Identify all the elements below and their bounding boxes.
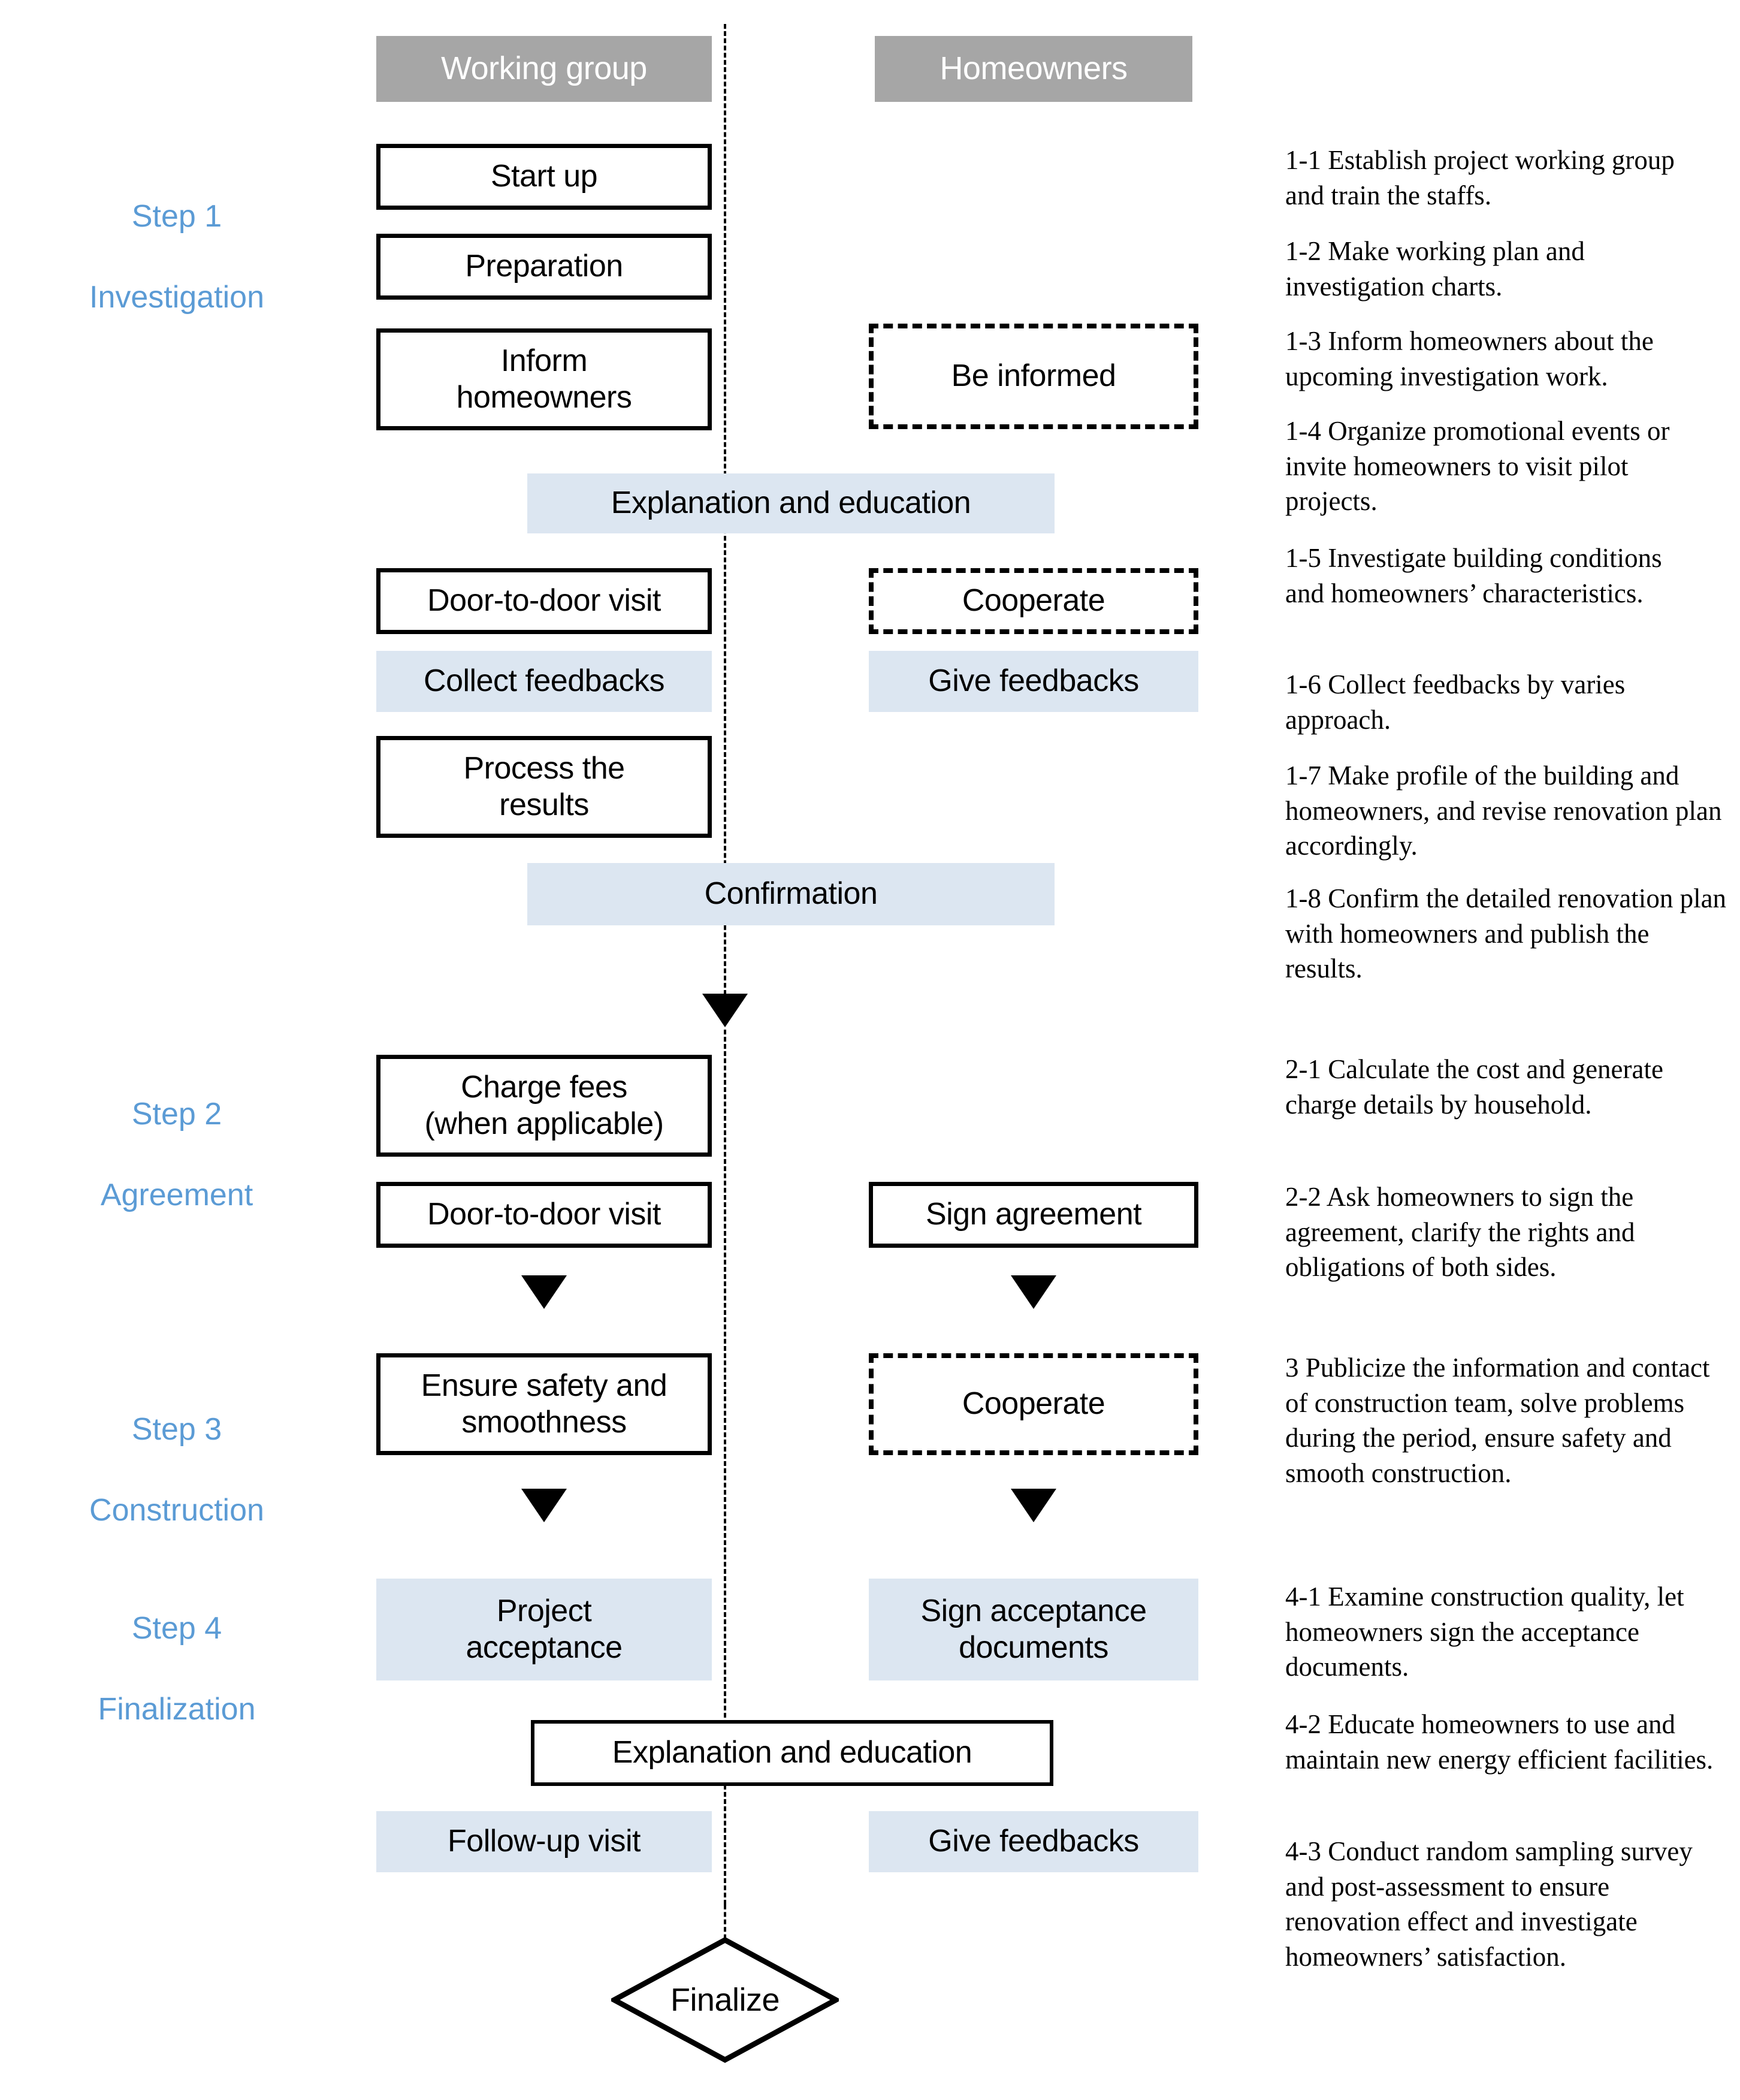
node-sign-acceptance-documents[interactable]: Sign acceptance documents: [869, 1579, 1198, 1680]
node-finalize-label: Finalize: [670, 1982, 780, 2018]
node-door-to-door-visit-2[interactable]: Door-to-door visit: [376, 1182, 712, 1248]
node-explanation-education-2[interactable]: Explanation and education: [531, 1720, 1053, 1786]
step-3-name: Construction: [89, 1492, 264, 1528]
lane-divider-middle: [724, 1030, 726, 1905]
note-1-1: 1-1 Establish project working group and …: [1285, 145, 1675, 210]
note-1-4: 1-4 Organize promotional events or invit…: [1285, 416, 1670, 516]
step-2-number: Step 2: [131, 1096, 222, 1132]
step-label-2: Step 2 Agreement: [36, 1054, 318, 1256]
diamond-shape: [611, 1937, 839, 2063]
note-1-7: 1-7 Make profile of the building and hom…: [1285, 761, 1722, 861]
node-sign-agreement[interactable]: Sign agreement: [869, 1182, 1198, 1248]
node-be-informed[interactable]: Be informed: [869, 324, 1198, 429]
flow-arrow-working-step3-to-step4: [521, 1489, 567, 1522]
note-1-6: 1-6 Collect feedbacks by varies approach…: [1285, 669, 1626, 735]
note-4-1: 4-1 Examine construction quality, let ho…: [1285, 1582, 1684, 1682]
step-2-name: Agreement: [100, 1177, 253, 1212]
step-3-number: Step 3: [131, 1411, 222, 1447]
node-start-up[interactable]: Start up: [376, 144, 712, 210]
node-explanation-education-1[interactable]: Explanation and education: [527, 473, 1055, 533]
node-ensure-safety[interactable]: Ensure safety and smoothness: [376, 1353, 712, 1455]
node-finalize[interactable]: Finalize: [611, 1937, 839, 2063]
node-cooperate-2[interactable]: Cooperate: [869, 1353, 1198, 1455]
note-2-1: 2-1 Calculate the cost and generate char…: [1285, 1054, 1663, 1120]
note-2-2: 2-2 Ask homeowners to sign the agreement…: [1285, 1182, 1635, 1282]
node-collect-feedbacks[interactable]: Collect feedbacks: [376, 651, 712, 712]
lane-divider-bottom: [724, 1905, 726, 1947]
flow-arrow-homeowner-step3-to-step4: [1011, 1489, 1056, 1522]
step-label-3: Step 3 Construction: [36, 1369, 318, 1571]
node-inform-homeowners[interactable]: Inform homeowners: [376, 328, 712, 430]
lane-header-homeowners: Homeowners: [875, 36, 1192, 102]
note-1-2: 1-2 Make working plan and investigation …: [1285, 236, 1585, 301]
node-confirmation[interactable]: Confirmation: [527, 863, 1055, 925]
flow-arrow-working-step2-to-step3: [521, 1275, 567, 1309]
note-3: 3 Publicize the information and contact …: [1285, 1353, 1710, 1488]
node-preparation[interactable]: Preparation: [376, 234, 712, 300]
step-4-name: Finalization: [98, 1691, 256, 1727]
flow-arrow-step1-to-step2: [702, 994, 748, 1027]
node-give-feedbacks-1[interactable]: Give feedbacks: [869, 651, 1198, 712]
step-1-number: Step 1: [131, 198, 222, 234]
step-4-number: Step 4: [131, 1610, 222, 1646]
step-label-4: Step 4 Finalization: [36, 1568, 318, 1770]
step-label-1: Step 1 Investigation: [36, 156, 318, 358]
flow-arrow-homeowner-step2-to-step3: [1011, 1275, 1056, 1309]
node-process-the-results[interactable]: Process the results: [376, 736, 712, 838]
note-1-3: 1-3 Inform homeowners about the upcoming…: [1285, 326, 1654, 391]
node-door-to-door-visit-1[interactable]: Door-to-door visit: [376, 568, 712, 634]
note-1-8: 1-8 Confirm the detailed renovation plan…: [1285, 883, 1727, 983]
node-project-acceptance[interactable]: Project acceptance: [376, 1579, 712, 1680]
node-give-feedbacks-2[interactable]: Give feedbacks: [869, 1811, 1198, 1872]
note-4-3: 4-3 Conduct random sampling survey and p…: [1285, 1836, 1693, 1972]
step-1-name: Investigation: [89, 279, 264, 315]
note-4-2: 4-2 Educate homeowners to use and mainta…: [1285, 1709, 1714, 1775]
note-1-5: 1-5 Investigate building conditions and …: [1285, 543, 1662, 608]
node-cooperate-1[interactable]: Cooperate: [869, 568, 1198, 634]
node-follow-up-visit[interactable]: Follow-up visit: [376, 1811, 712, 1872]
lane-header-working-group: Working group: [376, 36, 712, 102]
node-charge-fees[interactable]: Charge fees (when applicable): [376, 1055, 712, 1157]
